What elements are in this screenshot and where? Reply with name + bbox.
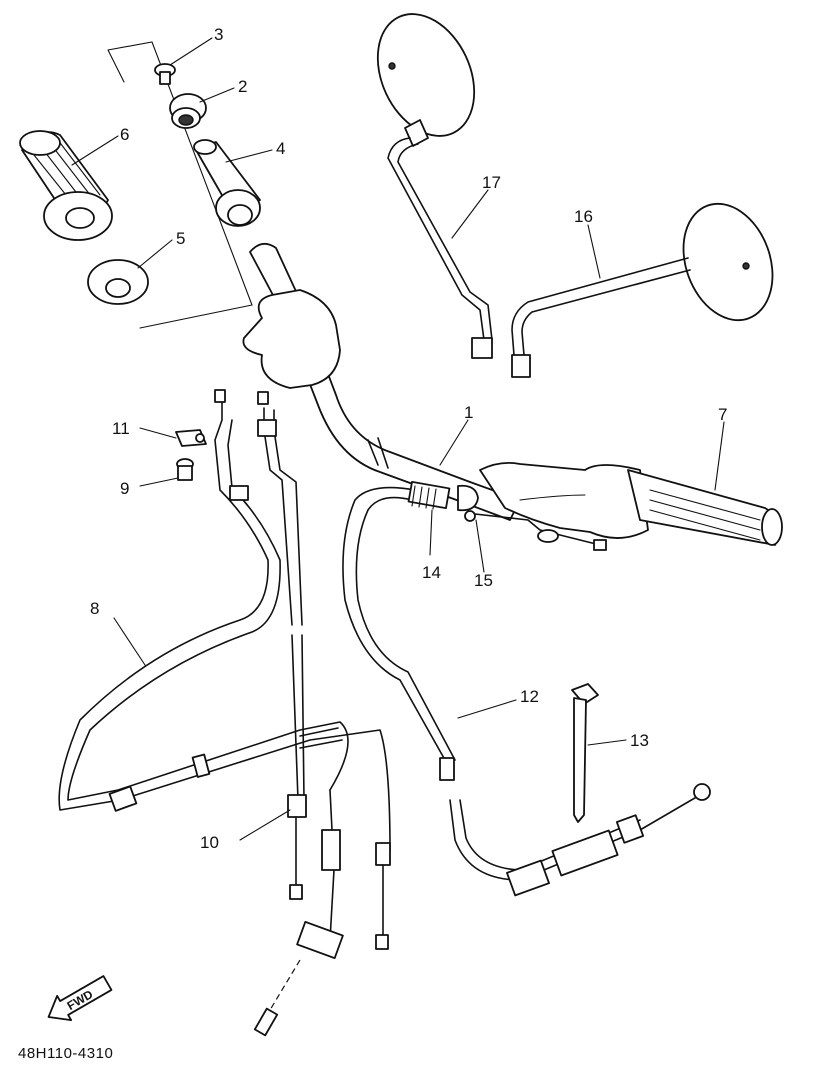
grip-6 [19,130,113,241]
callout-2: 2 [238,77,247,96]
leader-lines [71,37,725,841]
adjuster-14 [407,480,451,510]
group-bracket [107,41,253,329]
callout-15: 15 [474,571,493,590]
callout-6: 6 [120,125,129,144]
mirror-16 [511,202,774,378]
callout-1: 1 [464,403,473,422]
handlebar-1 [242,242,649,539]
callout-3: 3 [214,25,223,44]
callout-7: 7 [718,405,727,424]
cable-guide-11 [175,429,207,447]
callout-16: 16 [574,207,593,226]
cable-tie-13 [571,683,599,823]
screw-9 [176,458,194,481]
clip-15 [457,484,607,551]
callout-11: 11 [112,419,130,438]
screw-3 [154,63,176,85]
mirror-17 [376,13,493,359]
callout-8: 8 [90,599,99,618]
throttle-tube-4 [193,139,261,227]
callout-5: 5 [176,229,185,248]
callout-12: 12 [520,687,539,706]
washer-5 [87,259,149,305]
callout-17: 17 [482,173,501,192]
grip-7 [627,469,783,546]
callout-10: 10 [200,833,219,852]
diagram-code: 48H110-4310 [18,1045,113,1062]
collar-2 [169,93,207,129]
callout-13: 13 [630,731,649,750]
throttle-cable-8 [58,389,391,851]
fwd-arrow-icon: FWD [47,975,113,1022]
callout-14: 14 [422,563,441,582]
clutch-cable-12 [342,486,711,897]
callout-9: 9 [120,479,129,498]
callout-4: 4 [276,139,285,158]
cable-10 [253,789,391,1037]
